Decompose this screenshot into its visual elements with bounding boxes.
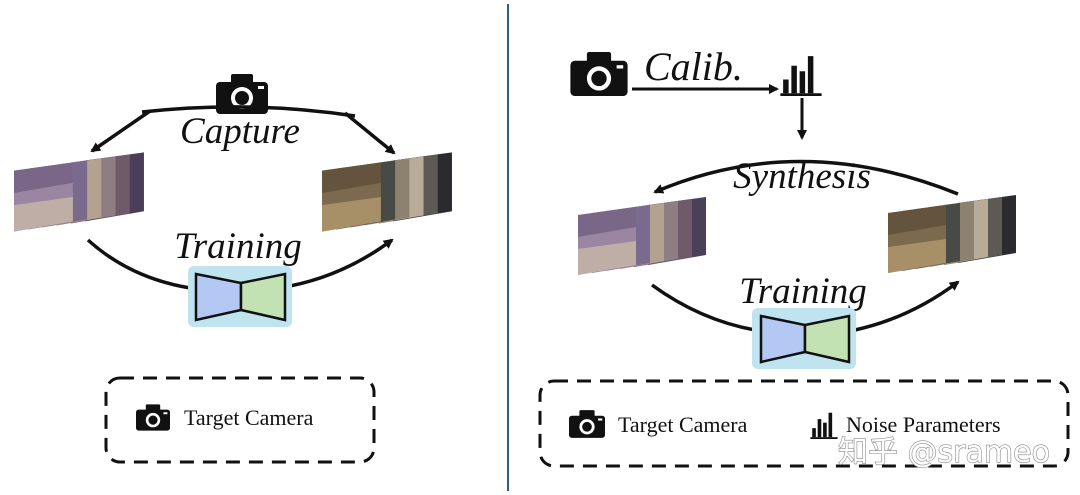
- right-output-image-stack: [888, 195, 1016, 273]
- right-legend-camera-label: Target Camera: [618, 412, 748, 437]
- right-panel: Calib. Synthesis Training Target Camera …: [538, 44, 1070, 468]
- left-decoder-block: [239, 272, 287, 322]
- watermark: 知乎 @srameo: [838, 435, 1050, 470]
- right-noise-params-icon: [780, 56, 822, 96]
- capture-label: Capture: [180, 111, 300, 152]
- synthesis-arc: [653, 159, 959, 196]
- right-input-image-stack: [578, 197, 706, 275]
- left-capture-arrow-to-output: [343, 111, 396, 155]
- left-training-arc-in: [86, 238, 191, 290]
- left-training-arc-out: [289, 238, 394, 288]
- right-legend-noise-icon: [810, 412, 838, 439]
- left-panel: Capture Training Target Camera: [14, 74, 452, 464]
- right-training-label: Training: [739, 271, 867, 312]
- left-legend-camera-label: Target Camera: [184, 405, 314, 430]
- left-capture-arc: [141, 105, 356, 118]
- right-training-arc-out: [854, 280, 960, 332]
- right-legend-noise-label: Noise Parameters: [846, 412, 1001, 437]
- left-legend-camera-icon: [136, 404, 170, 431]
- right-decoder-block: [803, 314, 851, 364]
- right-legend-box: [538, 379, 1070, 468]
- synthesis-label: Synthesis: [733, 156, 871, 197]
- left-input-image-stack: [14, 152, 144, 232]
- left-training-label: Training: [174, 226, 302, 267]
- left-legend-box: [104, 376, 376, 464]
- calib-label: Calib.: [644, 44, 743, 89]
- left-output-image-stack: [322, 152, 452, 232]
- right-calib-camera-icon: [570, 52, 628, 96]
- right-training-arc-in: [650, 283, 756, 332]
- left-capture-arrow-to-input: [90, 109, 151, 153]
- right-legend-camera-icon: [569, 410, 605, 438]
